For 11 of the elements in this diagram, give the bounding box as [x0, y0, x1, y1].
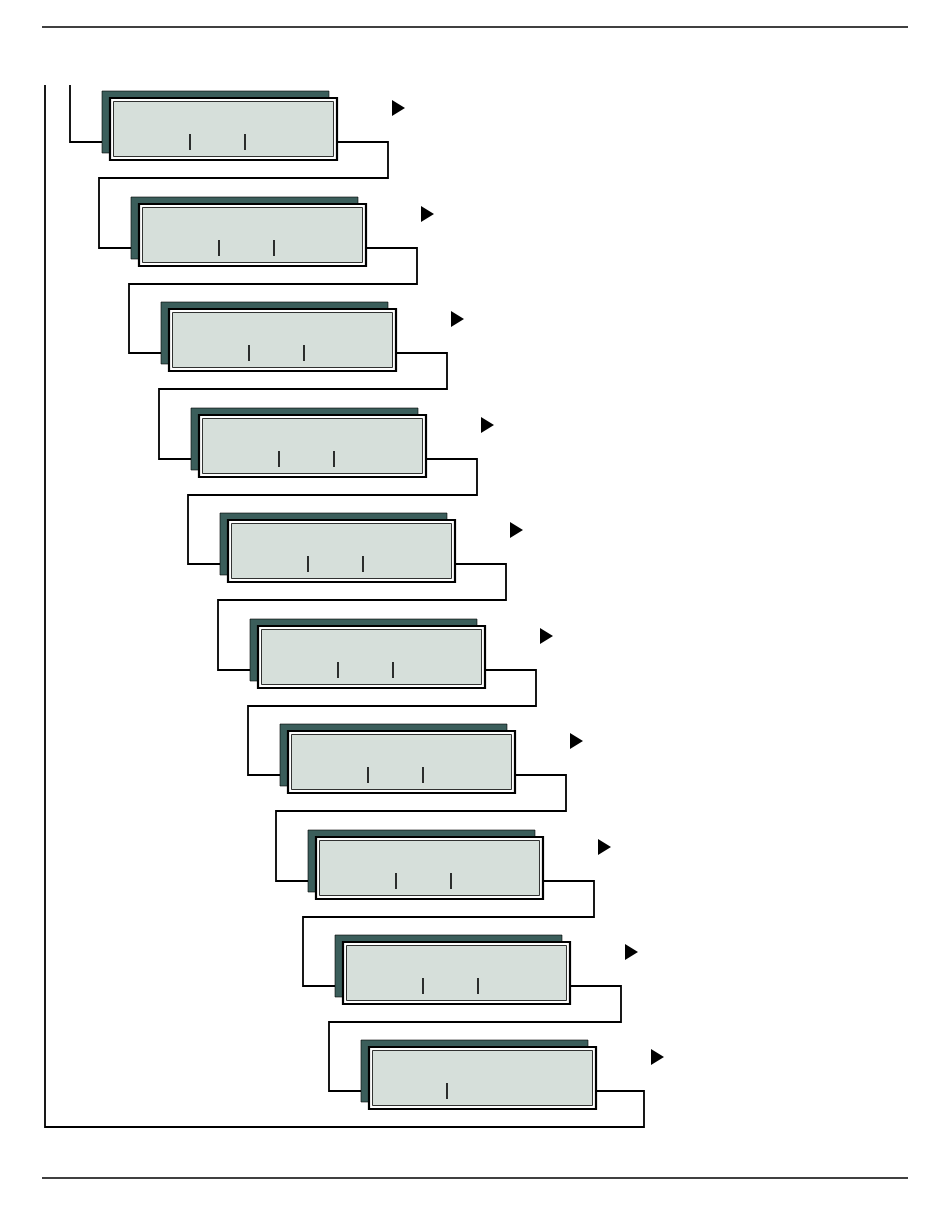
connector-line: [69, 84, 103, 143]
connector-line: [302, 880, 595, 987]
connector-line: [128, 247, 418, 354]
connector-line: [98, 141, 389, 249]
connector-line: [275, 774, 567, 882]
connector-line: [328, 985, 622, 1092]
connector-line: [187, 458, 478, 565]
connector-line: [44, 84, 645, 1128]
connector-line: [247, 669, 537, 776]
connector-line: [217, 563, 507, 671]
connector-line: [158, 352, 448, 460]
